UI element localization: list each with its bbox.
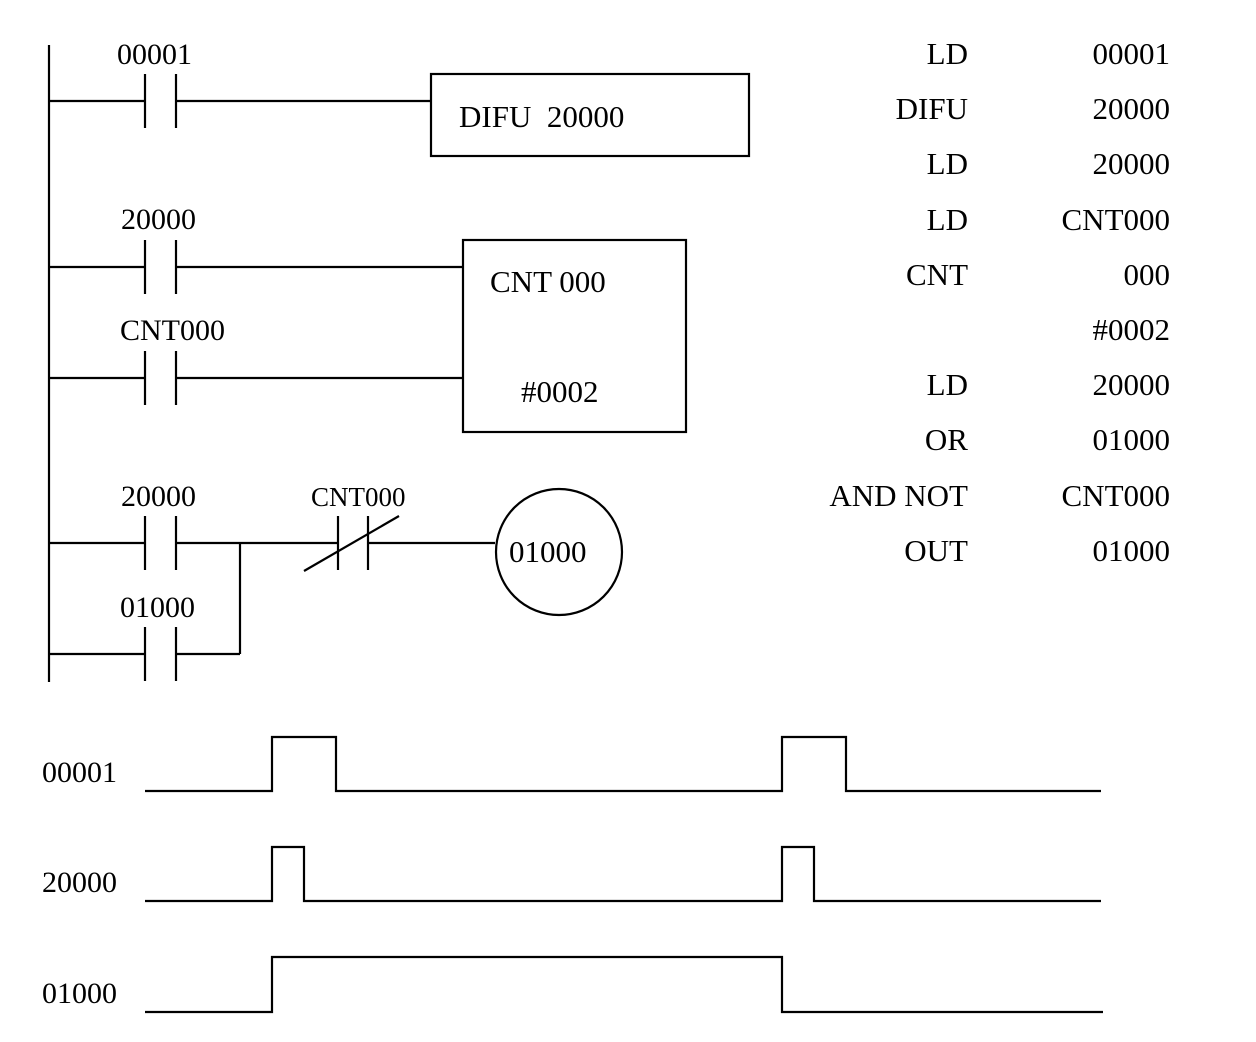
difu-block [429, 72, 751, 158]
instr-arg: 20000 [1093, 91, 1171, 126]
instruction-list: LD 00001 DIFU 20000 LD 20000 LD CNT000 C… [829, 36, 1170, 568]
output-coil [494, 487, 624, 617]
instr-arg: #0002 [1093, 312, 1171, 347]
counter-label: CNT 000 [490, 264, 606, 299]
instr-op: LD [927, 202, 968, 237]
instr-arg: 01000 [1093, 422, 1171, 457]
instr-arg: CNT000 [1062, 202, 1171, 237]
counter-block [461, 238, 688, 434]
rung-2: 20000 CNT000 CNT 000 #0002 [49, 203, 688, 434]
no-contact-01000 [143, 627, 178, 681]
no-contact-20000-b [143, 516, 178, 570]
instr-arg: 20000 [1093, 146, 1171, 181]
counter-preset: #0002 [521, 374, 599, 409]
instr-arg: CNT000 [1062, 478, 1171, 513]
contact-label-20000: 20000 [121, 203, 196, 236]
instr-op: LD [927, 146, 968, 181]
contact-label-cnt000: CNT000 [120, 314, 225, 347]
coil-label: 01000 [509, 534, 587, 569]
no-contact-20000 [143, 240, 178, 294]
timing-label-00001: 00001 [42, 756, 117, 789]
instr-op: CNT [906, 257, 968, 292]
waveform-01000 [145, 955, 1103, 1014]
contact-label-01000: 01000 [120, 591, 195, 624]
instr-op: DIFU [896, 91, 968, 126]
instr-op: OUT [904, 533, 968, 568]
instr-arg: 00001 [1093, 36, 1171, 71]
nc-contact-label: CNT000 [311, 482, 406, 512]
instr-arg: 000 [1124, 257, 1171, 292]
contact-label-00001: 00001 [117, 38, 192, 71]
timing-label-20000: 20000 [42, 866, 117, 899]
instr-op: LD [927, 36, 968, 71]
rung-3: 20000 01000 CNT000 01000 [49, 480, 624, 681]
difu-block-label: DIFU 20000 [459, 99, 624, 134]
waveform-20000 [145, 845, 1101, 903]
timing-label-01000: 01000 [42, 977, 117, 1010]
timing-diagram: 00001 20000 01000 [42, 735, 1103, 1014]
instr-arg: 01000 [1093, 533, 1171, 568]
instr-op: LD [927, 367, 968, 402]
no-contact-cnt000 [143, 351, 178, 405]
contact-label-20000-b: 20000 [121, 480, 196, 513]
instr-op: AND NOT [829, 478, 968, 513]
instr-arg: 20000 [1093, 367, 1171, 402]
instr-op: OR [925, 422, 968, 457]
rung-1: 00001 DIFU 20000 [49, 38, 751, 158]
waveform-00001 [145, 735, 1101, 793]
no-contact-00001 [143, 74, 178, 128]
